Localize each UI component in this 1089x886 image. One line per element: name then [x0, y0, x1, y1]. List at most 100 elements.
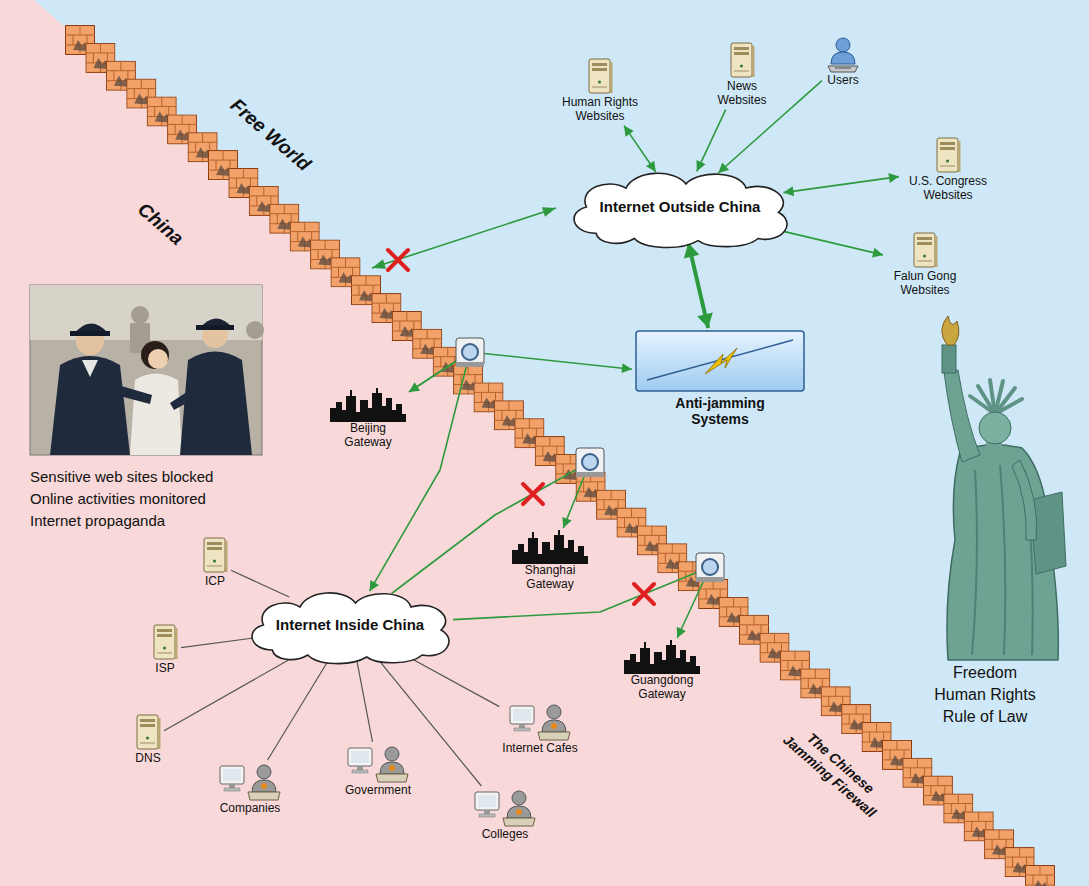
- icon-part: [574, 173, 787, 247]
- client-node: Internet Cafes: [499, 700, 580, 758]
- photo-collar: [82, 360, 98, 377]
- user-node: Users: [822, 34, 864, 90]
- connector: [784, 173, 900, 196]
- arrowhead: [372, 259, 386, 269]
- arrowhead: [370, 580, 379, 591]
- icon-part: [587, 58, 613, 96]
- connector: [409, 352, 632, 392]
- photo-woman: [130, 374, 182, 456]
- connector-line: [377, 658, 481, 786]
- photo-arm: [170, 390, 194, 410]
- value-line: Freedom: [953, 664, 1017, 682]
- icon-part: [835, 67, 851, 69]
- connector-line: [181, 638, 253, 648]
- node-label: U.S. Congress Websites: [902, 175, 994, 203]
- icon-part: [734, 71, 749, 72]
- icon-part: [598, 80, 601, 83]
- connector: [268, 659, 330, 760]
- monitor-base: [576, 472, 604, 477]
- icon-part: [917, 242, 932, 245]
- icon-part: [248, 792, 280, 800]
- icon-part: [635, 330, 805, 392]
- connector: [697, 110, 726, 172]
- statue-crown: [970, 380, 1022, 414]
- monitor-base: [696, 577, 724, 582]
- monitor-body: [696, 553, 724, 581]
- crown-spike: [995, 399, 1022, 414]
- icon-part: [152, 624, 178, 662]
- server-node: News Websites: [708, 40, 776, 110]
- cloud-label: Internet Outside China: [600, 198, 761, 215]
- block-x: [523, 484, 543, 504]
- icon-part: [146, 736, 149, 739]
- statue-arm: [1012, 460, 1037, 540]
- icon-part: [154, 625, 175, 659]
- icon-part: [252, 593, 449, 664]
- value-line: Human Rights: [934, 686, 1035, 704]
- photo-police: [180, 352, 252, 456]
- gateway-node: Shanghai Gateway: [509, 528, 591, 594]
- arrest-photo: [30, 285, 264, 455]
- icon-part: [175, 628, 178, 659]
- icon-part: [202, 537, 228, 575]
- node-label: Government: [345, 784, 411, 798]
- arrowhead: [697, 160, 706, 171]
- connector: [357, 659, 373, 742]
- icon-part: [376, 774, 408, 782]
- photo-bystander: [246, 321, 264, 339]
- label-box: China: [133, 198, 187, 249]
- node-label: ISP: [155, 662, 174, 676]
- monitor-body: [576, 448, 604, 476]
- connector-line: [624, 126, 656, 172]
- connector-line: [697, 110, 726, 172]
- photo-arm: [116, 385, 152, 404]
- arrowhead: [872, 248, 883, 258]
- icon-part: [140, 719, 155, 722]
- icon-part: [958, 141, 961, 172]
- icon-part: [636, 331, 804, 391]
- connector: [181, 638, 253, 648]
- icon-part: [542, 720, 566, 732]
- connector-line: [392, 462, 590, 594]
- photo-face: [148, 349, 168, 369]
- icon-part: [825, 36, 861, 74]
- cloud-node: Internet Outside China: [560, 165, 800, 249]
- caption-line: Online activities monitored: [30, 490, 206, 507]
- region-label: Free World: [225, 94, 314, 175]
- server-node: Falun Gong Websites: [883, 230, 967, 300]
- node-label: Guangdong Gateway: [626, 674, 698, 702]
- monitor-icon: [576, 448, 604, 477]
- icon-part: [351, 751, 369, 763]
- icon-part: [512, 530, 588, 564]
- icon-part: [923, 254, 926, 257]
- arrowhead: [624, 126, 634, 137]
- connector: [370, 352, 470, 591]
- icon-part: [137, 715, 158, 749]
- label-box: The Chinese Jamming Firewall: [771, 711, 899, 828]
- connector: [453, 567, 710, 638]
- client-node: Companies: [215, 760, 285, 818]
- photo-frame: [30, 285, 262, 455]
- icon-part: [551, 723, 557, 729]
- caption-line: Sensitive web sites blocked: [30, 468, 213, 485]
- icon-part: [475, 792, 499, 810]
- connector-line: [784, 177, 900, 193]
- photo-police: [50, 356, 130, 455]
- monitor-base: [456, 362, 484, 367]
- icon-part: [592, 87, 607, 88]
- icon-part: [624, 640, 700, 674]
- connector: [377, 658, 481, 786]
- icon-part: [512, 530, 588, 564]
- node-label: Users: [827, 74, 858, 88]
- connector-line: [357, 659, 373, 742]
- icon-part: [220, 766, 244, 784]
- icon-part: [225, 541, 228, 572]
- icon-part: [828, 66, 858, 72]
- icon-part: [734, 47, 749, 50]
- connector-line: [370, 352, 470, 591]
- icon-part: [478, 795, 496, 807]
- icon-part: [257, 765, 271, 779]
- icon-part: [912, 232, 938, 270]
- region-label: China: [133, 198, 187, 249]
- firewall-label: The Chinese Jamming Firewall: [771, 711, 899, 828]
